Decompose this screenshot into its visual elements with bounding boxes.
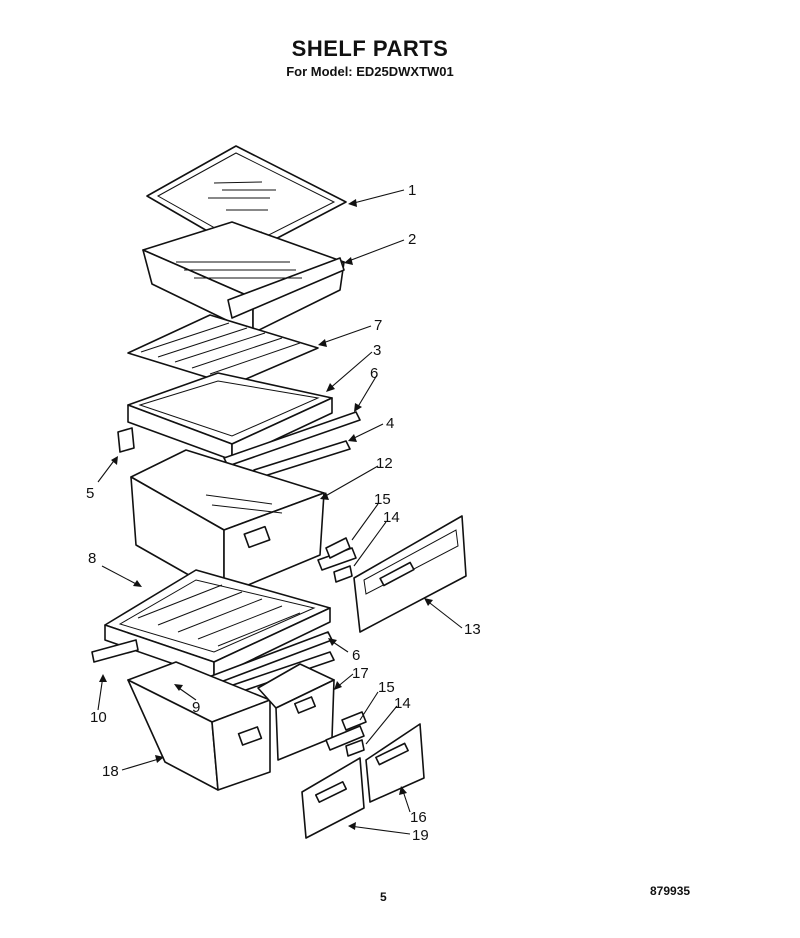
callout-15: 15 [374, 491, 391, 508]
part-pan-bracket-lower [325, 711, 367, 757]
callout-14: 14 [383, 509, 400, 526]
callout-18: 18 [102, 763, 119, 780]
callout-5: 5 [86, 485, 94, 502]
callout-12: 12 [376, 455, 393, 472]
part-left-bin-front [301, 757, 365, 839]
part-pan-bracket-upper [317, 537, 357, 583]
part-left-slide-rail [117, 427, 135, 453]
callout-15-lower: 15 [378, 679, 395, 696]
callout-8: 8 [88, 550, 96, 567]
callout-6: 6 [370, 365, 378, 382]
callout-1: 1 [408, 182, 416, 199]
callout-labels: 1 2 7 3 6 4 5 12 15 14 8 13 6 17 15 14 1… [86, 182, 481, 844]
callout-2: 2 [408, 231, 416, 248]
part-right-bin [257, 663, 335, 761]
page-number: 5 [380, 890, 387, 904]
part-crisper-pan [130, 449, 325, 596]
callout-7: 7 [374, 317, 382, 334]
part-right-bin-front [365, 723, 425, 803]
part-crisper-cover-insert [127, 314, 319, 386]
callout-19: 19 [412, 827, 429, 844]
part-crisper-front-panel [353, 515, 467, 633]
callout-13: 13 [464, 621, 481, 638]
callout-9: 9 [192, 699, 200, 716]
callout-10: 10 [90, 709, 107, 726]
callout-14-lower: 14 [394, 695, 411, 712]
part-left-bin [127, 661, 271, 791]
callout-17: 17 [352, 665, 369, 682]
callout-3: 3 [373, 342, 381, 359]
callout-16: 16 [410, 809, 427, 826]
callout-6-lower: 6 [352, 647, 360, 664]
part-bottom-shelf-frame [104, 569, 331, 679]
part-deli-drawer [142, 221, 345, 334]
document-number: 879935 [650, 884, 691, 898]
leader-lines [97, 189, 463, 835]
model-subtitle: For Model: ED25DWXTW01 [286, 64, 454, 79]
page-title: SHELF PARTS [291, 36, 449, 61]
part-lower-left-rail [91, 639, 139, 663]
callout-4: 4 [386, 415, 394, 432]
part-crisper-cover-frame [127, 372, 333, 461]
